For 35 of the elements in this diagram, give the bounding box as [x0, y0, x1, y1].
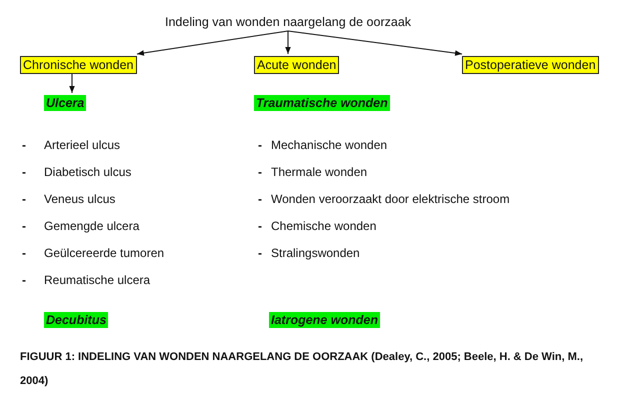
figure-caption: FIGUUR 1: INDELING VAN WONDEN NAARGELANG DE OORZAAK (Dealey, C., 2005; Beele, H. & De Win, M., 2004) [20, 350, 584, 389]
category-box: Chronische wonden [20, 56, 136, 74]
list-item: Thermale wonden [271, 164, 368, 180]
arrow [288, 30, 462, 56]
category-box: Postoperatieve wonden [462, 56, 599, 74]
subcategory-label: Traumatische wonden [254, 95, 390, 111]
arrow [285, 30, 291, 54]
list-item: Veneus ulcus [44, 191, 116, 207]
bullet-dash: - [258, 164, 262, 180]
list-item: Reumatische ulcera [44, 272, 150, 288]
bullet-dash: - [258, 191, 262, 207]
subcategory-label: Iatrogene wonden [269, 312, 380, 328]
arrow [136, 30, 288, 56]
bullet-dash: - [22, 272, 26, 288]
list-item: Arterieel ulcus [44, 137, 120, 153]
bullet-dash: - [258, 218, 262, 234]
list-item: Gemengde ulcera [44, 218, 140, 234]
bullet-dash: - [22, 245, 26, 261]
list-item: Chemische wonden [271, 218, 376, 234]
bullet-dash: - [22, 191, 26, 207]
bullet-dash: - [22, 164, 26, 180]
bullet-dash: - [22, 137, 26, 153]
arrow [69, 74, 75, 94]
category-box: Acute wonden [254, 56, 340, 74]
list-item: Geülcereerde tumoren [44, 245, 164, 261]
list-item: Stralingswonden [271, 245, 360, 261]
subcategory-label: Ulcera [44, 95, 86, 111]
bullet-dash: - [22, 218, 26, 234]
list-item: Diabetisch ulcus [44, 164, 132, 180]
bullet-dash: - [258, 245, 262, 261]
heading-text: Indeling van wonden naargelang de oorzaak [165, 14, 412, 30]
list-item: Wonden veroorzaakt door elektrische stroom [271, 191, 510, 207]
bullet-dash: - [258, 137, 262, 153]
list-item: Mechanische wonden [271, 137, 388, 153]
subcategory-label: Decubitus [44, 312, 108, 328]
